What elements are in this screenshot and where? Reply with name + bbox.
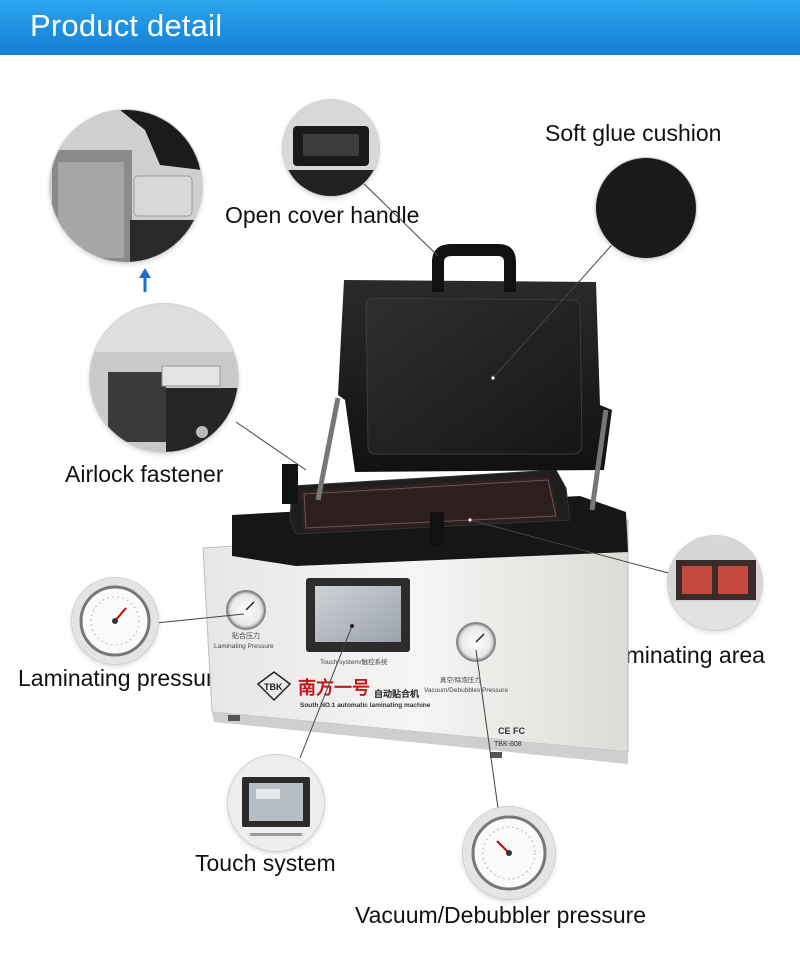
detail-airlock-closeup-bottom <box>90 304 238 452</box>
label-airlock-fastener: Airlock fastener <box>65 461 224 487</box>
detail-touch-system <box>228 755 324 851</box>
detail-airlock-closeup-top <box>50 110 202 262</box>
cert-marks: CE FC <box>498 726 526 736</box>
subtitle-cn: 自动贴合机 <box>374 688 419 700</box>
vacuum-pressure-gauge <box>456 622 496 662</box>
brand-cn: 南方一号 <box>298 677 370 699</box>
subtitle-en: South NO.1 automatic laminating machine <box>300 702 431 709</box>
brand-logo <box>256 671 292 702</box>
touch-screen <box>306 578 410 652</box>
detail-handle-closeup <box>283 100 379 196</box>
gauge-right-cn: 真空/除泡压力 <box>440 675 481 684</box>
detail-laminating-pressure-gauge <box>72 578 158 664</box>
gas-struts <box>315 397 609 511</box>
detail-laminating-area <box>668 536 762 630</box>
detail-vacuum-pressure-gauge <box>463 807 555 899</box>
page-title: Product detail <box>30 8 223 43</box>
gauge-right-en: Vacuum/Debubbles Pressure <box>424 687 508 694</box>
screen-caption: Touch system/触控系统 <box>320 657 388 666</box>
laminating-base-frame <box>232 464 628 566</box>
gauge-left-cn: 贴合压力 <box>232 631 260 640</box>
detail-soft-glue-cushion <box>596 158 696 258</box>
label-laminating-pressure: Laminating pressure <box>18 665 227 691</box>
header-banner: Product detail <box>0 0 800 55</box>
lid <box>338 244 612 472</box>
label-soft-glue-cushion: Soft glue cushion <box>545 120 722 146</box>
gauge-left-en: Laminating Pressure <box>214 643 274 650</box>
label-touch-system: Touch system <box>195 850 336 876</box>
label-vacuum-debubbler-pressure: Vacuum/Debubbler pressure <box>355 902 647 928</box>
leader-lines <box>155 175 673 809</box>
laminating-pressure-gauge <box>226 590 266 630</box>
arrow-up-icon <box>139 268 151 292</box>
brand-logo-text: TBK <box>264 682 283 692</box>
model-number: TBK-808 <box>494 741 522 748</box>
